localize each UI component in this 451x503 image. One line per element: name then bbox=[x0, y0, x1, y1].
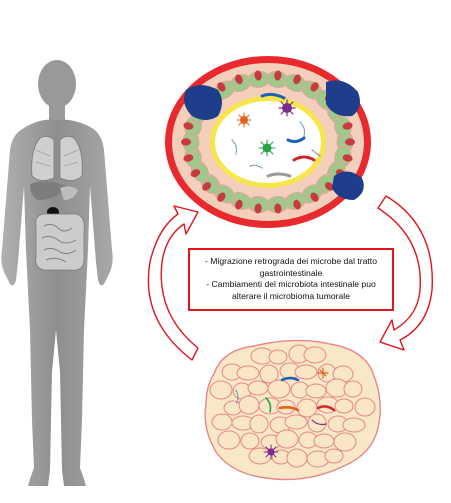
tumor-tissue bbox=[204, 339, 381, 481]
tumor-cell bbox=[236, 365, 260, 381]
tumor-cell bbox=[305, 383, 327, 399]
cell-nucleus bbox=[345, 138, 355, 146]
tumor-cell bbox=[343, 380, 363, 398]
tumor-cell bbox=[240, 432, 260, 450]
goblet-cell bbox=[326, 80, 360, 117]
tumor-cell bbox=[334, 398, 354, 414]
tumor-cell bbox=[209, 380, 233, 400]
cycle-arrows bbox=[147, 195, 433, 361]
cell-nucleus bbox=[274, 70, 282, 81]
tumor-cells bbox=[209, 344, 376, 468]
tumor-cell bbox=[294, 364, 318, 380]
intestine-icon bbox=[35, 213, 85, 271]
cell-nucleus bbox=[190, 169, 201, 178]
bacteria-icon bbox=[231, 92, 321, 178]
caption-line-1: - Migrazione retrograda dei microbe dal … bbox=[205, 256, 377, 266]
cell-nucleus bbox=[310, 192, 319, 202]
tumor-cell bbox=[249, 414, 269, 434]
cell-nucleus bbox=[293, 74, 301, 85]
tumor-cell bbox=[275, 429, 299, 449]
tumor-cell bbox=[247, 380, 269, 396]
cell-nucleus bbox=[274, 203, 282, 214]
caption-line-3: - Cambiamenti del microbiota intestinale… bbox=[206, 279, 376, 289]
tumor-cell bbox=[259, 364, 279, 384]
caption-box: - Migrazione retrograda dei microbe dal … bbox=[188, 248, 394, 311]
cell-nucleus bbox=[293, 199, 301, 210]
cell-nucleus bbox=[217, 82, 226, 92]
tumor-cell bbox=[342, 417, 366, 433]
cell-nucleus bbox=[217, 192, 226, 202]
gut-microbes bbox=[231, 92, 321, 178]
cell-nucleus bbox=[254, 203, 262, 214]
tumor-cell bbox=[333, 432, 357, 452]
cell-nucleus bbox=[235, 74, 243, 85]
bacteria-icon bbox=[235, 367, 336, 460]
lungs-icon bbox=[31, 136, 83, 181]
cell-nucleus bbox=[235, 199, 243, 210]
cell-nucleus bbox=[181, 138, 191, 146]
tumor-cell bbox=[211, 413, 233, 431]
caption-line-4: alterare il microbioma tumorale bbox=[232, 290, 350, 301]
goblet-cell bbox=[332, 171, 364, 200]
cell-nucleus bbox=[310, 82, 319, 92]
cell-nucleus bbox=[254, 70, 262, 81]
cell-nucleus bbox=[324, 182, 334, 191]
tumor-cell bbox=[238, 395, 260, 415]
arrow-tumor-to-gut bbox=[147, 205, 199, 361]
cell-nucleus bbox=[202, 182, 212, 191]
tumor-cell bbox=[303, 346, 327, 364]
liver-icon bbox=[30, 181, 78, 217]
tumor-cell bbox=[217, 430, 241, 450]
gut-cross-section bbox=[165, 56, 371, 228]
arrow-gut-to-tumor bbox=[377, 195, 433, 351]
cell-nucleus bbox=[342, 154, 353, 162]
human-body-silhouette bbox=[1, 60, 113, 487]
cell-nucleus bbox=[342, 122, 353, 130]
tumor-cell bbox=[268, 349, 288, 365]
tumor-cell bbox=[284, 414, 308, 430]
caption-line-2: gastrointestinale bbox=[259, 267, 323, 278]
goblet-cell bbox=[184, 85, 222, 120]
tumor-cell bbox=[354, 397, 376, 417]
cell-nucleus bbox=[183, 154, 194, 162]
tumor-cell bbox=[267, 379, 291, 399]
tumor-cell bbox=[313, 433, 335, 449]
tumor-cell bbox=[324, 448, 344, 464]
tumor-cell bbox=[286, 448, 308, 468]
cell-nucleus bbox=[183, 122, 194, 130]
